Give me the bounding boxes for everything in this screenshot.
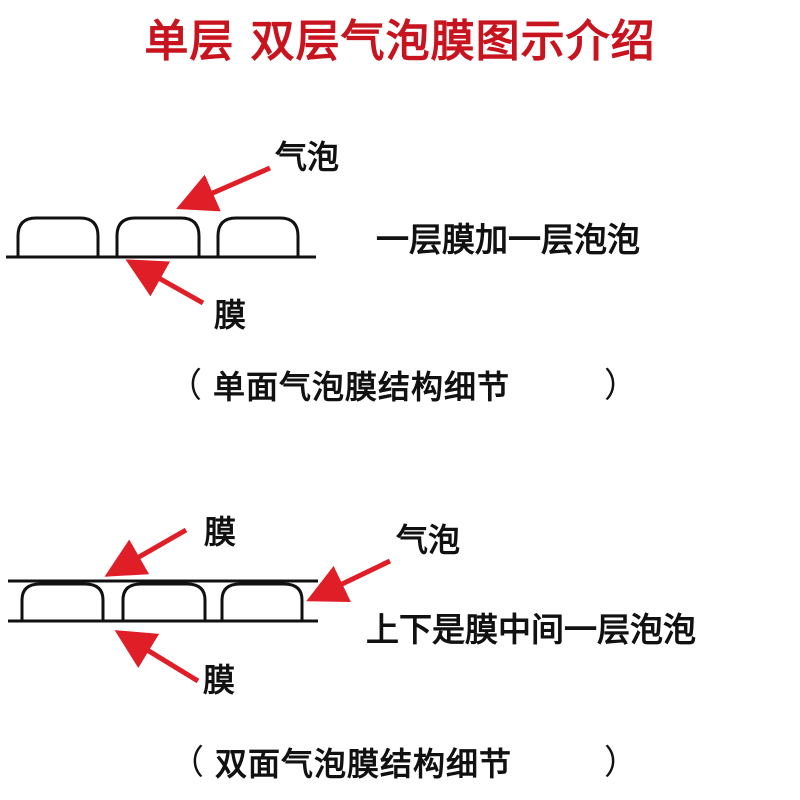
single-caption: 单面气泡膜结构细节 [213,368,511,406]
single-bubble-3 [216,216,300,257]
double-bubble-1 [20,582,105,621]
double-bubble-label: 气泡 [396,521,461,559]
single-caption-paren-open: （ [168,366,202,406]
single-layer-structure [6,216,316,259]
double-caption: 双面气泡膜结构细节 [215,745,513,783]
single-bubble-2 [115,216,201,257]
single-bubble-arrow [176,165,272,212]
single-description: 一层膜加一层泡泡 [376,220,640,259]
double-bottom-film-arrow [114,630,200,684]
single-caption-paren-close: ） [604,366,638,406]
double-top-film-label: 膜 [204,513,237,551]
double-caption-paren-close: ） [604,743,638,783]
double-layer-structure [8,579,318,623]
single-bubble-label: 气泡 [275,138,340,176]
single-bubble-1 [16,216,100,257]
double-bubble-2 [121,582,207,621]
double-bottom-film-label: 膜 [203,661,236,699]
double-description: 上下是膜中间一层泡泡 [366,610,696,649]
single-film-label: 膜 [214,296,247,334]
single-film-arrow [125,259,205,306]
double-caption-paren-open: （ [170,743,204,783]
double-top-film-arrow [104,527,188,577]
double-bubble-arrow [306,558,392,602]
page-title: 单层 双层气泡膜图示介绍 [144,16,656,67]
double-bubble-3 [220,582,304,621]
